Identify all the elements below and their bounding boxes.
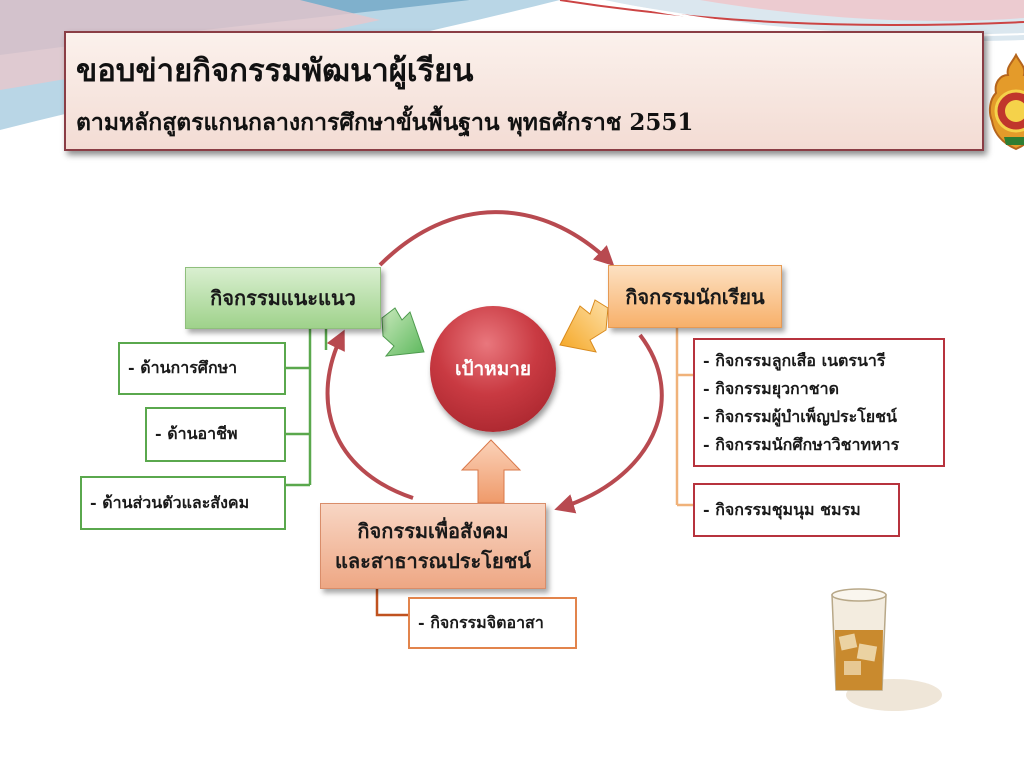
guidance-item-education: - ด้านการศึกษา — [118, 342, 286, 395]
social-connector — [375, 589, 408, 617]
social-activity-label-line2: และสาธารณประโยชน์ — [335, 549, 531, 573]
page-subtitle: ตามหลักสูตรแกนกลางการศึกษาขั้นพื้นฐาน พุ… — [76, 109, 694, 136]
social-item-volunteer-spirit: - กิจกรรมจิตอาสา — [408, 597, 577, 649]
guidance-connector — [286, 329, 328, 487]
social-activity-label-line1: กิจกรรมเพื่อสังคม — [357, 519, 509, 543]
student-item-territorial-defense: - กิจกรรมนักศึกษาวิชาทหาร — [703, 434, 900, 454]
student-item-red-cross: - กิจกรรมยุวกาชาด — [703, 378, 839, 398]
student-item-volunteer: - กิจกรรมผู้บำเพ็ญประโยชน์ — [703, 406, 897, 426]
social-arrow-icon — [460, 439, 522, 504]
whisky-glass-image — [831, 588, 942, 711]
goal-circle: เป้าหมาย — [430, 306, 556, 432]
ministry-emblem-icon — [988, 53, 1024, 151]
student-item-list: - กิจกรรมลูกเสือ เนตรนารี - กิจกรรมยุวกา… — [693, 338, 945, 467]
student-connector — [675, 328, 693, 507]
guidance-item-career: - ด้านอาชีพ — [145, 407, 286, 462]
guidance-activity-box: กิจกรรมแนะแนว — [185, 267, 381, 329]
cycle-arrow-left — [325, 329, 414, 500]
goal-label: เป้าหมาย — [454, 358, 532, 380]
social-activity-box: กิจกรรมเพื่อสังคม และสาธารณประโยชน์ — [320, 503, 546, 589]
guidance-arrow-icon — [381, 307, 425, 357]
guidance-item-personal-social: - ด้านส่วนตัวและสังคม — [80, 476, 286, 530]
student-item-clubs: - กิจกรรมชุมนุม ชมรม — [693, 483, 900, 537]
student-activity-box: กิจกรรมนักเรียน — [608, 265, 782, 328]
student-arrow-icon — [559, 299, 609, 353]
cycle-arrow-right — [554, 333, 664, 514]
student-item-scouts: - กิจกรรมลูกเสือ เนตรนารี — [703, 350, 886, 370]
page-title: ขอบข่ายกิจกรรมพัฒนาผู้เรียน — [76, 53, 474, 89]
cycle-arrow-top — [378, 210, 615, 267]
title-box: ขอบข่ายกิจกรรมพัฒนาผู้เรียน ตามหลักสูตรแ… — [64, 31, 1024, 151]
